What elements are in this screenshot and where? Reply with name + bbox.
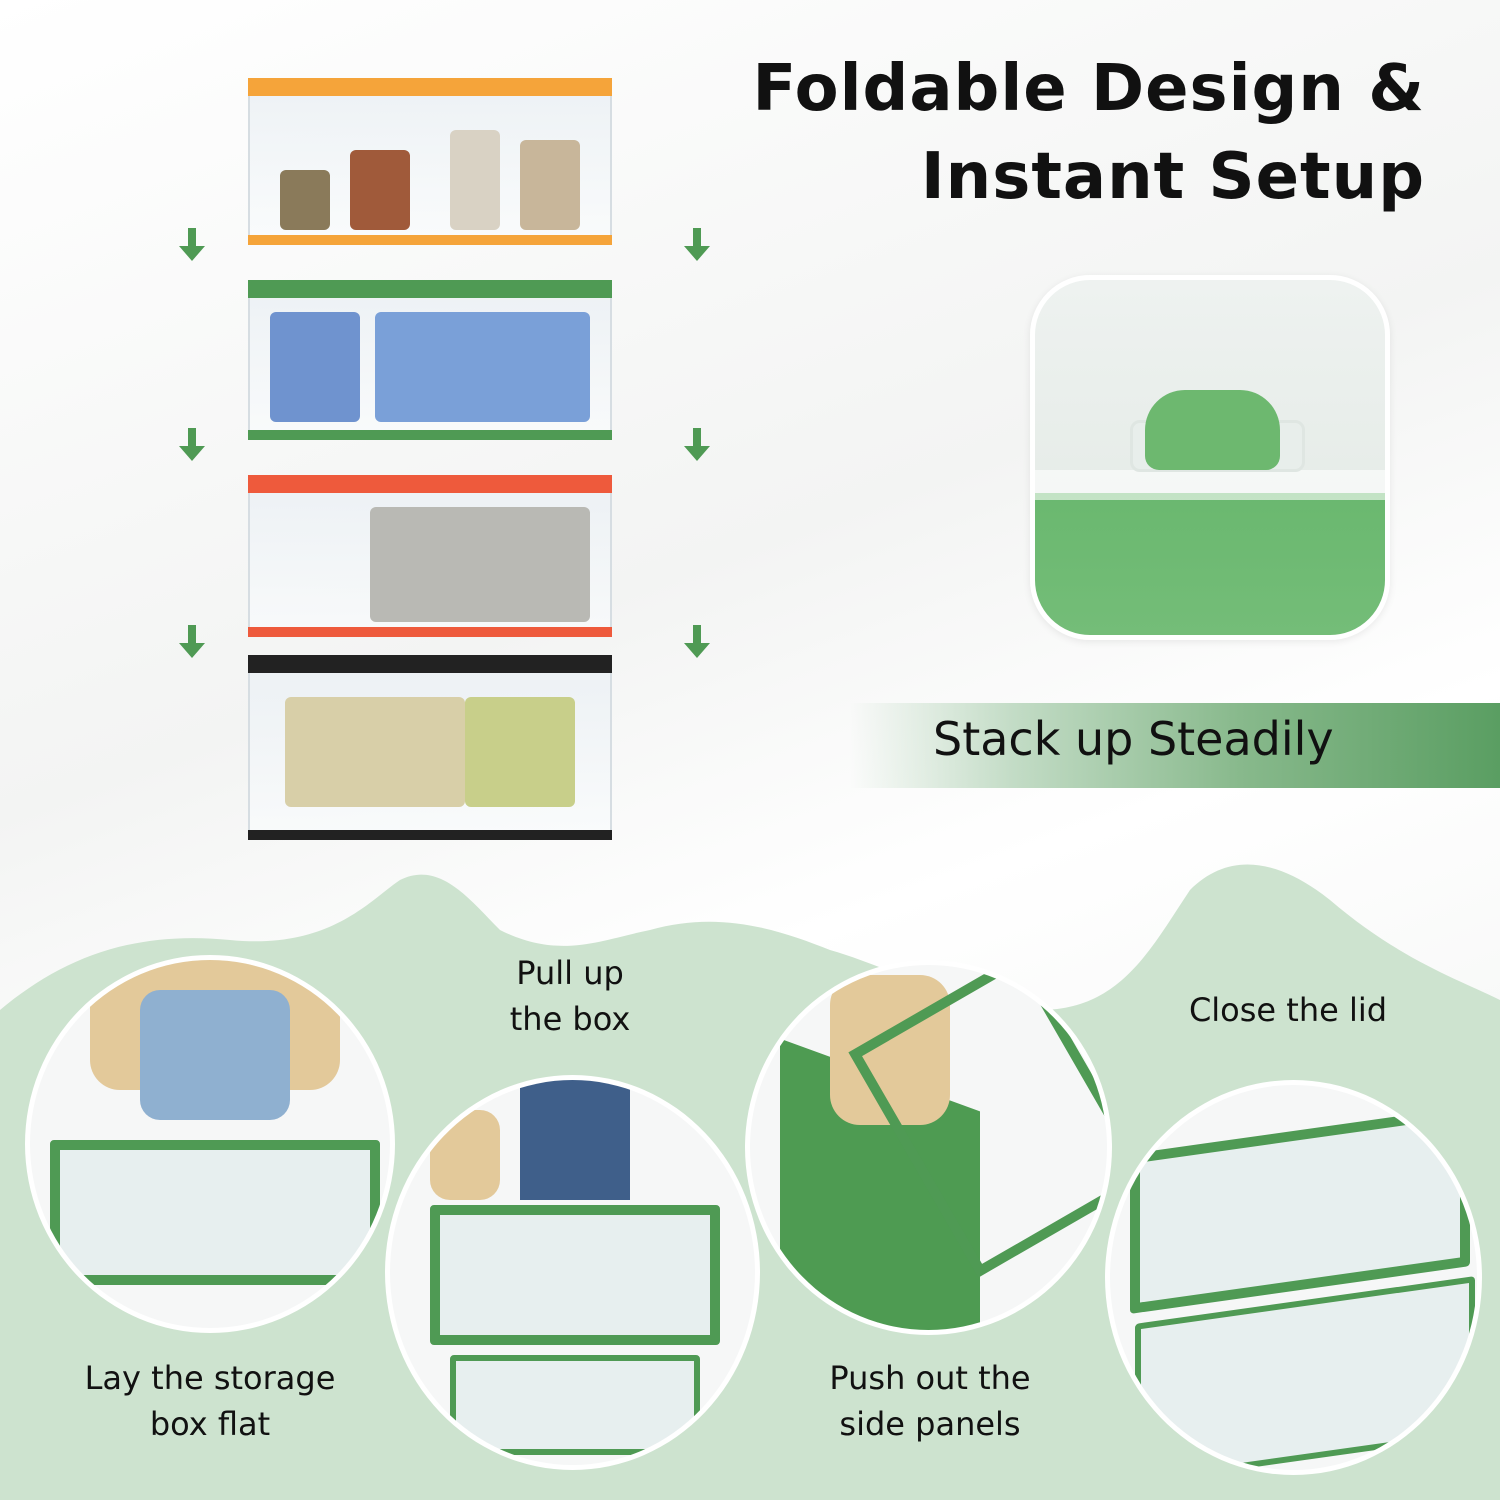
step-1-photo [25, 955, 395, 1333]
title-line-1: Foldable Design & [752, 52, 1425, 126]
step-3-photo [745, 960, 1112, 1335]
stack-up-banner [850, 703, 1500, 788]
down-arrow-icon [179, 428, 205, 461]
step-4-label-line-1: Close the lid [1188, 991, 1388, 1029]
green-storage-box [248, 280, 612, 440]
down-arrow-icon [179, 625, 205, 658]
step-4-photo [1105, 1080, 1482, 1475]
step-3-label-line-1: Push out the [829, 1359, 1031, 1397]
step-1-label-line-2: box flat [149, 1405, 271, 1443]
title-line-2: Instant Setup [920, 140, 1425, 214]
down-arrow-icon [179, 228, 205, 261]
step-1-label: Lay the storage box flat [20, 1355, 400, 1447]
step-3-label: Push out the side panels [760, 1355, 1100, 1447]
stack-up-label: Stack up Steadily [933, 712, 1334, 766]
step-3-label-line-2: side panels [839, 1405, 1021, 1443]
stacking-detail-inset [1030, 275, 1390, 640]
red-storage-box [248, 475, 612, 637]
down-arrow-icon [684, 228, 710, 261]
step-1-label-line-1: Lay the storage [84, 1359, 336, 1397]
orange-storage-box [248, 78, 612, 245]
step-2-label: Pull up the box [420, 950, 720, 1042]
step-2-photo [385, 1075, 760, 1470]
black-storage-box [248, 655, 612, 840]
step-2-label-line-1: Pull up [516, 954, 624, 992]
down-arrow-icon [684, 428, 710, 461]
step-2-label-line-2: the box [509, 1000, 631, 1038]
step-4-label: Close the lid [1130, 987, 1446, 1033]
down-arrow-icon [684, 625, 710, 658]
green-stacking-tab [1145, 390, 1280, 470]
